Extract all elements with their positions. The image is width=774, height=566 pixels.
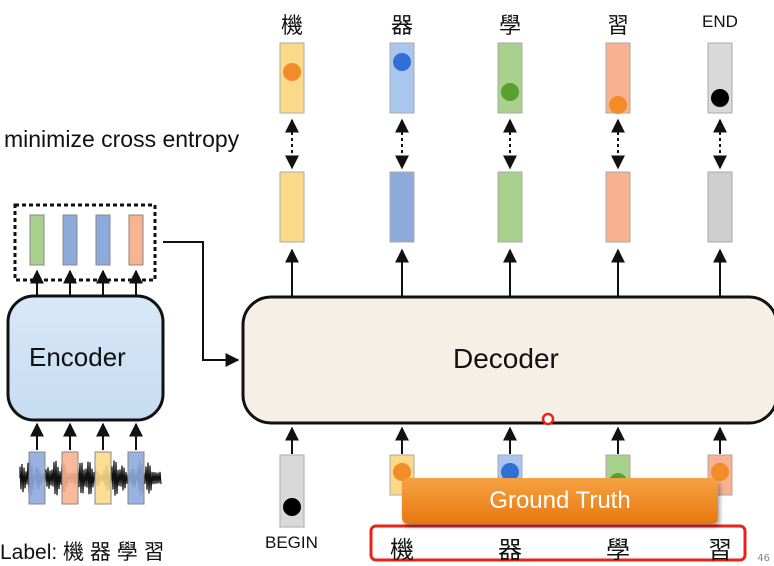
minimize-cross-entropy-label: minimize cross entropy (4, 126, 240, 152)
decoder-output-vector (605, 171, 631, 243)
output-distribution-bar (497, 42, 523, 114)
output-token-dot (609, 96, 627, 114)
encoder-input-frame (28, 451, 46, 505)
output-distribution-bar (389, 42, 415, 114)
output-token-dot (501, 83, 519, 101)
decoder-output-vector (707, 171, 733, 243)
decoder-output-vector (497, 171, 523, 243)
encoder-input-frame (127, 451, 145, 505)
ground-truth-outline (369, 524, 747, 562)
decoder-input-dot (501, 463, 519, 481)
output-token-dot (393, 53, 411, 71)
pointer-dot (541, 412, 555, 426)
label-text: Label: 機 器 學 習 (0, 541, 165, 564)
output-token-dot (283, 63, 301, 81)
page-number: 46 (757, 553, 770, 564)
encoder-output-vector (62, 214, 78, 266)
begin-input-vector (279, 454, 305, 528)
output-token-label: 習 (606, 14, 629, 39)
decoder-input-dot (711, 463, 729, 481)
encoder-box (6, 294, 165, 422)
begin-label: BEGIN (265, 533, 318, 552)
begin-token-dot (283, 498, 301, 516)
encoder-output-vector (95, 214, 111, 266)
decoder-output-vector (279, 171, 305, 243)
ground-truth-bar: Ground Truth (402, 478, 718, 524)
encoder-label: Encoder (29, 342, 126, 372)
encoder-output-vector (29, 214, 45, 266)
ground-truth-char: 機 (390, 536, 414, 564)
decoder-label: Decoder (453, 343, 559, 374)
ground-truth-char: 器 (498, 536, 522, 564)
output-token-label: 器 (390, 14, 413, 39)
encoder-to-decoder-connector (163, 241, 240, 367)
output-token-label: 機 (280, 14, 303, 39)
decoder-input-dot (393, 463, 411, 481)
decoder-box (241, 295, 774, 425)
encoder-input-frame (61, 451, 79, 505)
encoder-output-vector (128, 214, 144, 266)
ground-truth-char: 學 (606, 536, 630, 564)
output-token-dot (711, 89, 729, 107)
decoder-output-vector (389, 171, 415, 243)
output-token-label: END (702, 12, 738, 31)
encoder-input-frame (94, 451, 112, 505)
encoder-output-frame (13, 203, 157, 282)
ground-truth-char: 習 (708, 536, 732, 564)
output-token-label: 學 (498, 14, 521, 39)
